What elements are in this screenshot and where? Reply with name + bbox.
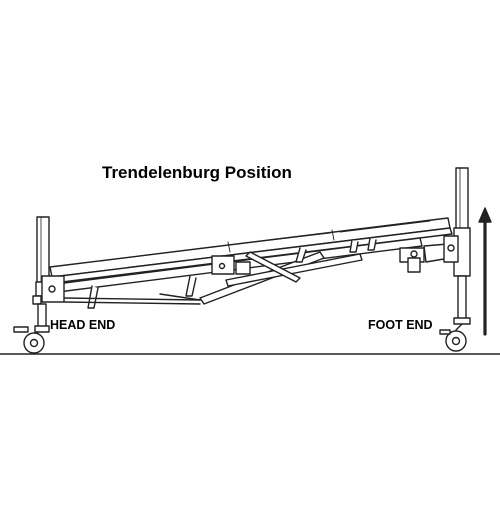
foot-end-post [453, 167, 471, 325]
head-end-label: HEAD END [50, 318, 116, 332]
foot-end-label: FOOT END [368, 318, 433, 332]
diagram-title: Trendelenburg Position [102, 163, 292, 182]
lower-frame [41, 235, 459, 309]
head-end-caster-icon [13, 326, 45, 354]
head-end-post [32, 216, 51, 333]
foot-end-caster-icon [439, 323, 467, 352]
up-arrow-icon [478, 207, 492, 336]
